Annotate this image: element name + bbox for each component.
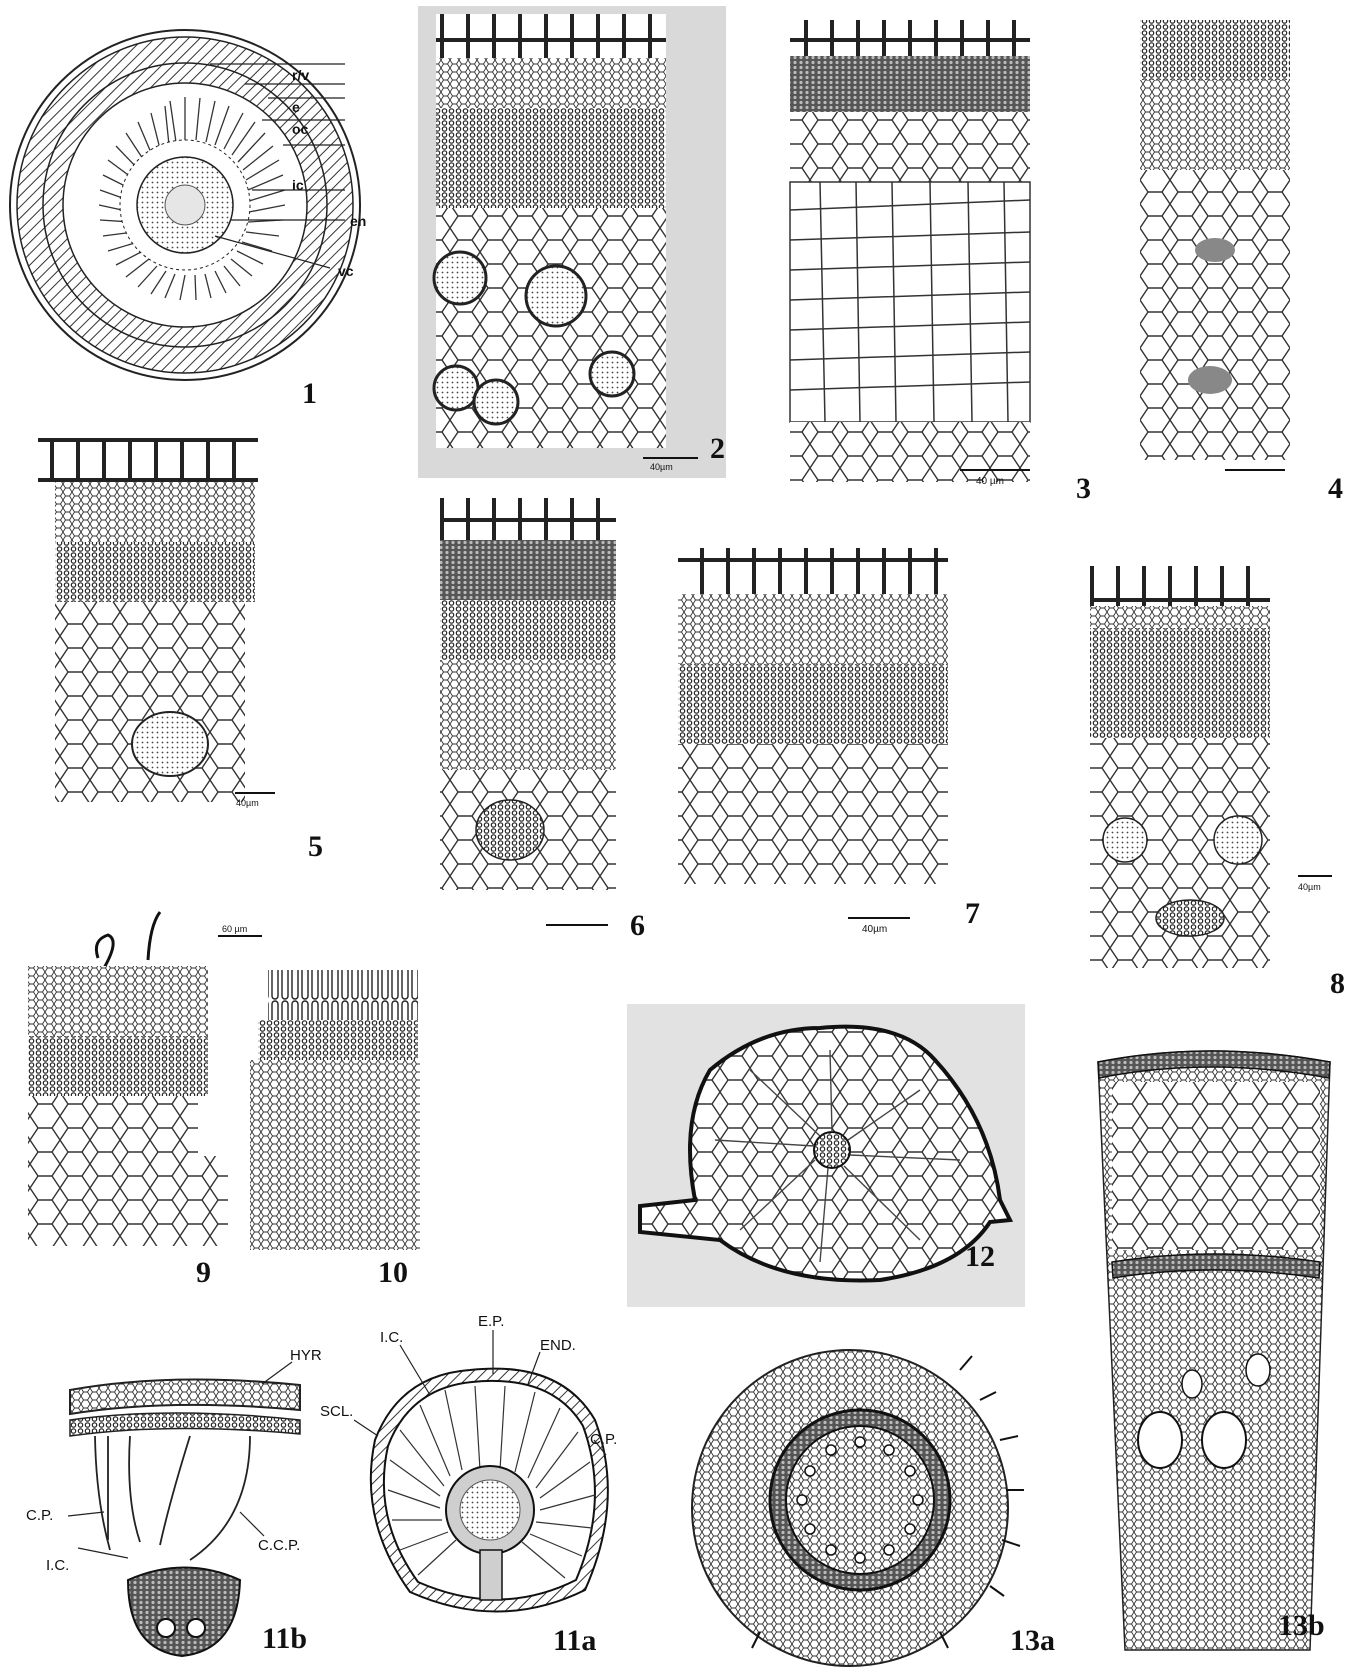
figure-13b-section: 13b xyxy=(1098,1051,1330,1650)
fig4-number: 4 xyxy=(1328,472,1343,505)
figure-12-section: 12 xyxy=(627,1004,1025,1307)
fig11a-label-end: END. xyxy=(540,1337,576,1354)
fig1-label-en: en xyxy=(350,213,366,229)
fig11a-label-cp: C.P. xyxy=(590,1431,617,1448)
figure-5-section: 40µm 5 xyxy=(38,438,323,863)
fig11a-label-scl: SCL. xyxy=(320,1403,353,1420)
fig3-number: 3 xyxy=(1076,472,1091,505)
fig1-label-vc: vc xyxy=(338,263,354,279)
fig7-number: 7 xyxy=(965,897,980,930)
figure-11b-section: HYR C.P. I.C. C.C.P. 11b xyxy=(26,1347,322,1656)
figure-13a-section: 13a xyxy=(692,1350,1055,1666)
fig11b-label-ic: I.C. xyxy=(46,1557,69,1574)
fig12-number: 12 xyxy=(965,1240,995,1273)
fig6-number: 6 xyxy=(630,909,645,942)
figure-10-section: 10 xyxy=(250,970,420,1289)
figure-2-section: 40µm 2 xyxy=(418,6,726,478)
fig1-number: 1 xyxy=(302,377,317,410)
figure-3-section: 40 µm 3 xyxy=(790,20,1091,505)
fig13b-number: 13b xyxy=(1278,1609,1325,1642)
fig7-scale-bar: 40µm xyxy=(862,924,887,935)
fig10-number: 10 xyxy=(378,1256,408,1289)
fig8-number: 8 xyxy=(1330,967,1345,1000)
fig3-scale-bar: 40 µm xyxy=(976,476,1004,487)
fig11a-label-ic: I.C. xyxy=(380,1329,403,1346)
fig11b-number: 11b xyxy=(262,1622,307,1655)
fig11b-label-hyr: HYR xyxy=(290,1347,322,1364)
fig1-label-rv: r/v xyxy=(292,67,309,83)
figure-1-root-diagram: r/v e oc ic en vc 1 xyxy=(10,30,366,410)
fig9-number: 9 xyxy=(196,1256,211,1289)
figure-9-section: 60 µm 9 xyxy=(28,912,262,1289)
fig2-number: 2 xyxy=(710,432,725,465)
fig1-label-oc: oc xyxy=(292,121,309,137)
fig8-scale-bar: 40µm xyxy=(1298,882,1321,892)
fig9-scale-bar: 60 µm xyxy=(222,924,247,934)
fig2-scale-bar: 40µm xyxy=(650,462,673,472)
fig5-scale-bar: 40µm xyxy=(236,798,259,808)
fig11b-label-ccp: C.C.P. xyxy=(258,1537,300,1554)
fig11a-label-ep: E.P. xyxy=(478,1313,504,1330)
figure-6-section: 6 xyxy=(440,498,645,942)
figure-7-section: 40µm 7 xyxy=(678,548,980,935)
fig11b-label-cp: C.P. xyxy=(26,1507,53,1524)
fig1-label-e: e xyxy=(292,99,300,115)
fig1-label-ic: ic xyxy=(292,177,304,193)
fig11a-number: 11a xyxy=(553,1624,596,1657)
figure-4-section: 4 xyxy=(1140,20,1343,505)
fig5-number: 5 xyxy=(308,830,323,863)
figure-11a-section: E.P. I.C. END. SCL. C.P. 11a xyxy=(320,1313,617,1657)
figure-8-section: 40µm 8 xyxy=(1090,566,1345,1000)
fig13a-number: 13a xyxy=(1010,1624,1055,1657)
